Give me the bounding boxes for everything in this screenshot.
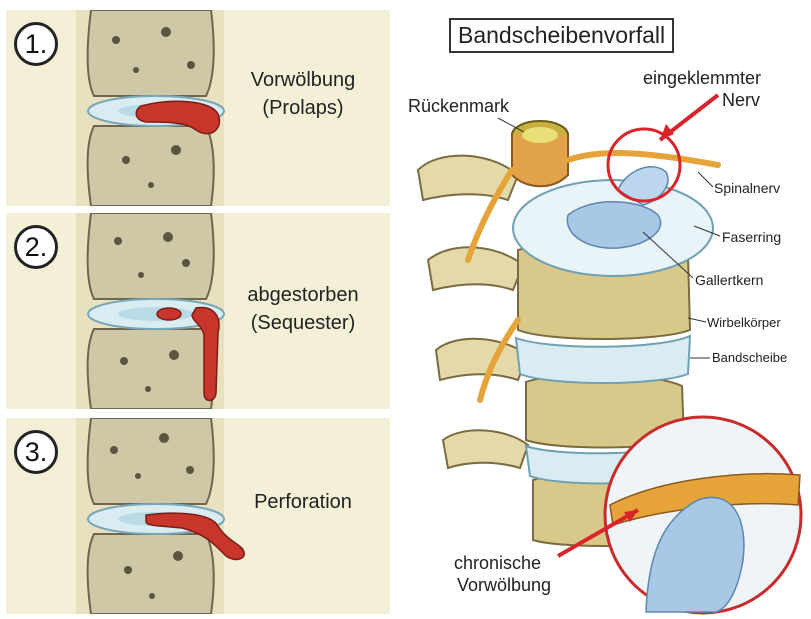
stage-number-badge: 2. xyxy=(14,225,58,269)
label-faserring: Faserring xyxy=(722,229,781,245)
stage-number-badge: 1. xyxy=(14,22,58,66)
stage-label: Vorwölbung xyxy=(216,68,390,93)
label-bandscheibe: Bandscheibe xyxy=(712,350,787,365)
stage-label: Perforation xyxy=(216,490,390,515)
label-gallertkern: Gallertkern xyxy=(695,272,763,288)
stage-label-sub: (Sequester) xyxy=(216,311,390,336)
label-chronisch-line1: chronische xyxy=(454,553,541,574)
stage-label: abgestorben xyxy=(216,283,390,308)
page-title: Bandscheibenvorfall xyxy=(449,18,674,53)
stage-panel-2: 2. abgestorben (Sequester) xyxy=(6,213,390,409)
stage-panel-1: 1. Vorwölbung (Prolaps) xyxy=(6,10,390,206)
label-spinalnerv: Spinalnerv xyxy=(714,180,780,196)
label-nerv-line1: eingeklemmter xyxy=(643,68,761,89)
stage-number-badge: 3. xyxy=(14,430,58,474)
label-chronisch-line2: Vorwölbung xyxy=(457,575,551,596)
label-wirbelkoerper: Wirbelkörper xyxy=(707,315,781,330)
label-nerv-line2: Nerv xyxy=(722,90,760,111)
label-rueckenmark: Rückenmark xyxy=(408,96,509,117)
perforation-illustration xyxy=(6,418,390,614)
stage-panel-3: 3. Perforation xyxy=(6,418,390,614)
stage-label-sub: (Prolaps) xyxy=(216,96,390,121)
